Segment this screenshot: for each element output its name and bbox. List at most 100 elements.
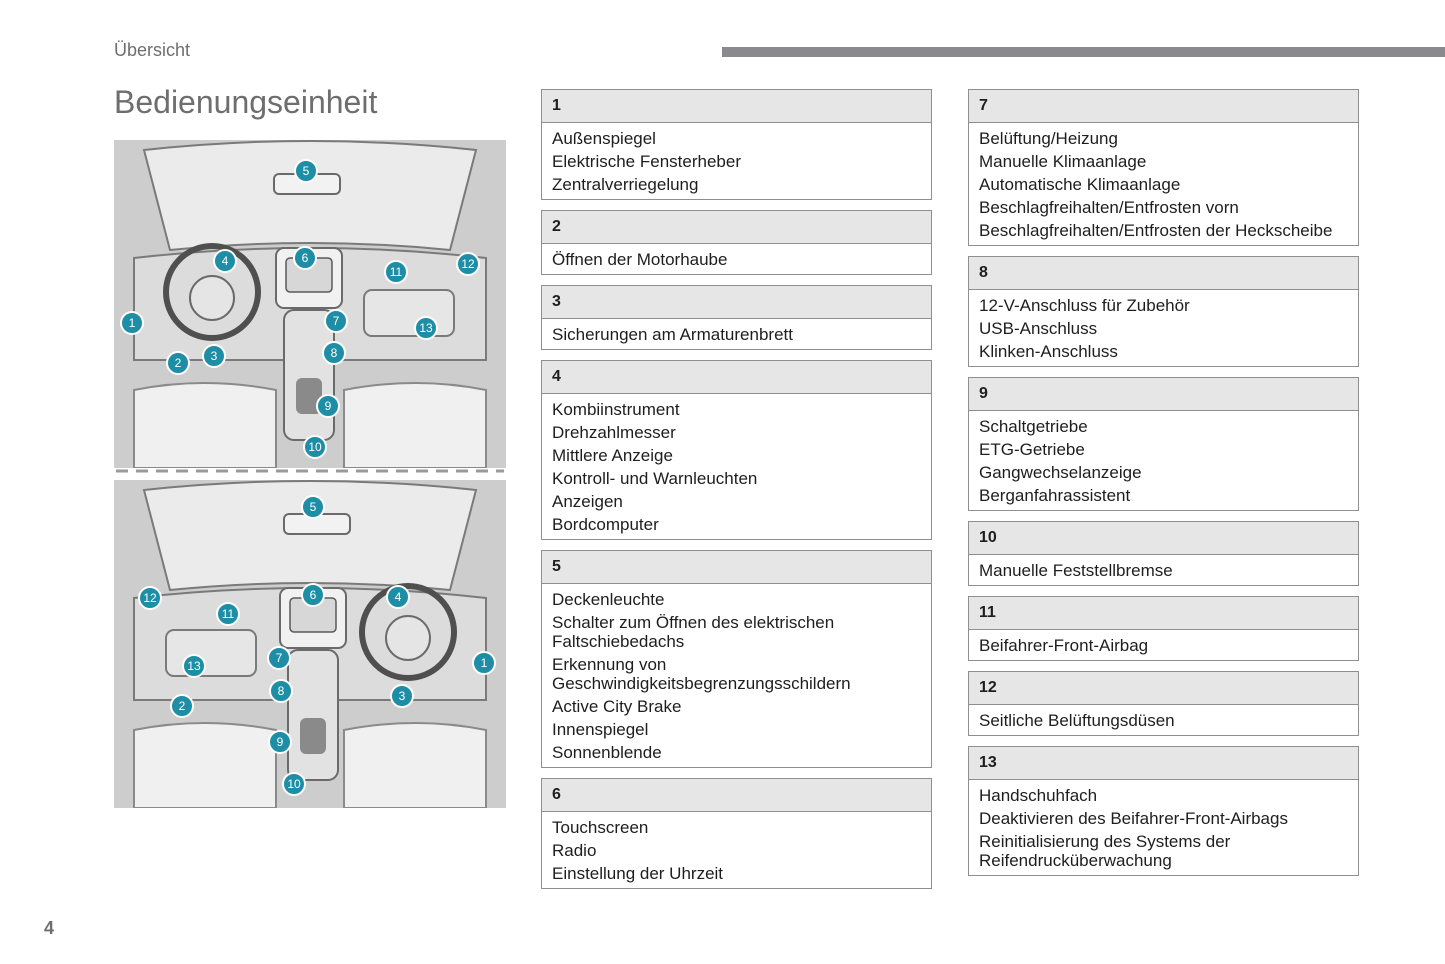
callout-8: 8 bbox=[322, 341, 346, 365]
callout-8: 8 bbox=[269, 679, 293, 703]
legend-box-8: 8 12-V-Anschluss für Zubehör USB-Anschlu… bbox=[968, 256, 1359, 367]
callout-6: 6 bbox=[301, 583, 325, 607]
legend-item: Manuelle Feststellbremse bbox=[979, 561, 1173, 580]
legend-number: 11 bbox=[969, 597, 1358, 630]
svg-text:7: 7 bbox=[333, 314, 340, 328]
legend-item: Drehzahlmesser bbox=[552, 423, 676, 442]
svg-text:9: 9 bbox=[277, 735, 284, 749]
legend-box-9: 9 Schaltgetriebe ETG-Getriebe Gangwechse… bbox=[968, 377, 1359, 511]
illustration-divider bbox=[116, 469, 504, 473]
svg-text:4: 4 bbox=[395, 590, 402, 604]
legend-item: Seitliche Belüftungsdüsen bbox=[979, 711, 1175, 730]
legend-item: Klinken-Anschluss bbox=[979, 342, 1118, 361]
legend-item: Radio bbox=[552, 841, 597, 860]
callout-1: 1 bbox=[120, 311, 144, 335]
legend-box-5: 5 Deckenleuchte Schalter zum Öffnen des … bbox=[541, 550, 932, 768]
svg-text:4: 4 bbox=[222, 254, 229, 268]
legend-item: Einstellung der Uhrzeit bbox=[552, 864, 724, 883]
legend-item: Öffnen der Motorhaube bbox=[552, 250, 728, 269]
legend-item: Gangwechselanzeige bbox=[979, 463, 1142, 482]
svg-text:3: 3 bbox=[399, 689, 406, 703]
svg-text:1: 1 bbox=[481, 656, 488, 670]
legend-box-11: 11 Beifahrer-Front-Airbag bbox=[968, 596, 1359, 661]
legend-item: Touchscreen bbox=[552, 818, 649, 837]
legend-item: Zentralverriegelung bbox=[552, 175, 699, 194]
legend-item: USB-Anschluss bbox=[979, 319, 1098, 338]
callout-12: 12 bbox=[456, 252, 480, 276]
callout-3: 3 bbox=[202, 344, 226, 368]
legend-number: 1 bbox=[542, 90, 931, 123]
dashboard-drawing-rhd: 1 2 3 4 5 6 7 8 9 10 11 12 13 bbox=[114, 480, 506, 808]
callout-1: 1 bbox=[472, 651, 496, 675]
legend-item: Kombiinstrument bbox=[552, 400, 680, 419]
legend-item: Deaktivieren des Beifahrer-Front-Airbags bbox=[979, 809, 1288, 828]
callout-6: 6 bbox=[293, 246, 317, 270]
legend-item: Bordcomputer bbox=[552, 515, 659, 534]
legend-number: 5 bbox=[542, 551, 931, 584]
legend-number: 8 bbox=[969, 257, 1358, 290]
legend-item: Berganfahrassistent bbox=[979, 486, 1131, 505]
dashboard-illustration-lhd: 1 2 3 4 5 6 7 8 9 10 11 12 13 bbox=[114, 140, 506, 468]
callout-4: 4 bbox=[386, 585, 410, 609]
svg-text:2: 2 bbox=[179, 699, 186, 713]
callout-2: 2 bbox=[166, 351, 190, 375]
legend-item: Außenspiegel bbox=[552, 129, 656, 148]
header-bar bbox=[722, 47, 1445, 57]
legend-item: Beschlagfreihalten/Entfrosten vorn bbox=[979, 198, 1239, 217]
legend-item: ETG-Getriebe bbox=[979, 440, 1085, 459]
callout-13: 13 bbox=[182, 654, 206, 678]
dashboard-drawing-lhd: 1 2 3 4 5 6 7 8 9 10 11 12 13 bbox=[114, 140, 506, 468]
callout-10: 10 bbox=[282, 772, 306, 796]
callout-9: 9 bbox=[316, 394, 340, 418]
legend-item: Deckenleuchte bbox=[552, 590, 665, 609]
callout-4: 4 bbox=[213, 249, 237, 273]
legend-column-right: 7 Belüftung/Heizung Manuelle Klimaanlage… bbox=[968, 89, 1359, 886]
legend-number: 3 bbox=[542, 286, 931, 319]
svg-text:5: 5 bbox=[303, 164, 310, 178]
legend-box-4: 4 Kombiinstrument Drehzahlmesser Mittler… bbox=[541, 360, 932, 540]
svg-text:8: 8 bbox=[331, 346, 338, 360]
legend-item: Elektrische Fensterheber bbox=[552, 152, 741, 171]
legend-number: 13 bbox=[969, 747, 1358, 780]
page-title: Bedienungseinheit bbox=[114, 84, 378, 120]
legend-box-12: 12 Seitliche Belüftungsdüsen bbox=[968, 671, 1359, 736]
legend-box-3: 3 Sicherungen am Armaturenbrett bbox=[541, 285, 932, 350]
legend-item: Manuelle Klimaanlage bbox=[979, 152, 1147, 171]
section-label: Übersicht bbox=[114, 40, 191, 60]
legend-number: 6 bbox=[542, 779, 931, 812]
callout-2: 2 bbox=[170, 694, 194, 718]
callout-13: 13 bbox=[414, 316, 438, 340]
legend-item: Sonnenblende bbox=[552, 743, 662, 762]
legend-item: Belüftung/Heizung bbox=[979, 129, 1118, 148]
legend-number: 7 bbox=[969, 90, 1358, 123]
svg-text:13: 13 bbox=[419, 321, 433, 335]
svg-text:2: 2 bbox=[175, 356, 182, 370]
legend-box-2: 2 Öffnen der Motorhaube bbox=[541, 210, 932, 275]
svg-text:6: 6 bbox=[310, 588, 317, 602]
svg-text:12: 12 bbox=[143, 591, 157, 605]
svg-text:5: 5 bbox=[310, 500, 317, 514]
callout-5: 5 bbox=[301, 495, 325, 519]
legend-item: Automatische Klimaanlage bbox=[979, 175, 1181, 194]
dashboard-illustration-rhd: 1 2 3 4 5 6 7 8 9 10 11 12 13 bbox=[114, 480, 506, 808]
svg-text:12: 12 bbox=[461, 257, 475, 271]
legend-number: 9 bbox=[969, 378, 1358, 411]
svg-text:11: 11 bbox=[222, 607, 235, 621]
svg-text:10: 10 bbox=[287, 777, 301, 791]
callout-3: 3 bbox=[390, 684, 414, 708]
svg-text:7: 7 bbox=[276, 651, 283, 665]
legend-box-6: 6 Touchscreen Radio Einstellung der Uhrz… bbox=[541, 778, 932, 889]
callout-7: 7 bbox=[324, 309, 348, 333]
callout-7: 7 bbox=[267, 646, 291, 670]
legend-item: Schalter zum Öffnen des elektrischen Fal… bbox=[552, 613, 835, 651]
svg-text:13: 13 bbox=[187, 659, 201, 673]
legend-number: 10 bbox=[969, 522, 1358, 555]
callout-9: 9 bbox=[268, 730, 292, 754]
legend-column-left: 1 Außenspiegel Elektrische Fensterheber … bbox=[541, 89, 932, 899]
legend-item: Handschuhfach bbox=[979, 786, 1098, 805]
legend-item: Active City Brake bbox=[552, 697, 682, 716]
legend-item: Mittlere Anzeige bbox=[552, 446, 673, 465]
legend-box-7: 7 Belüftung/Heizung Manuelle Klimaanlage… bbox=[968, 89, 1359, 246]
svg-text:10: 10 bbox=[308, 440, 322, 454]
legend-item: Beschlagfreihalten/Entfrosten der Hecksc… bbox=[979, 221, 1333, 240]
